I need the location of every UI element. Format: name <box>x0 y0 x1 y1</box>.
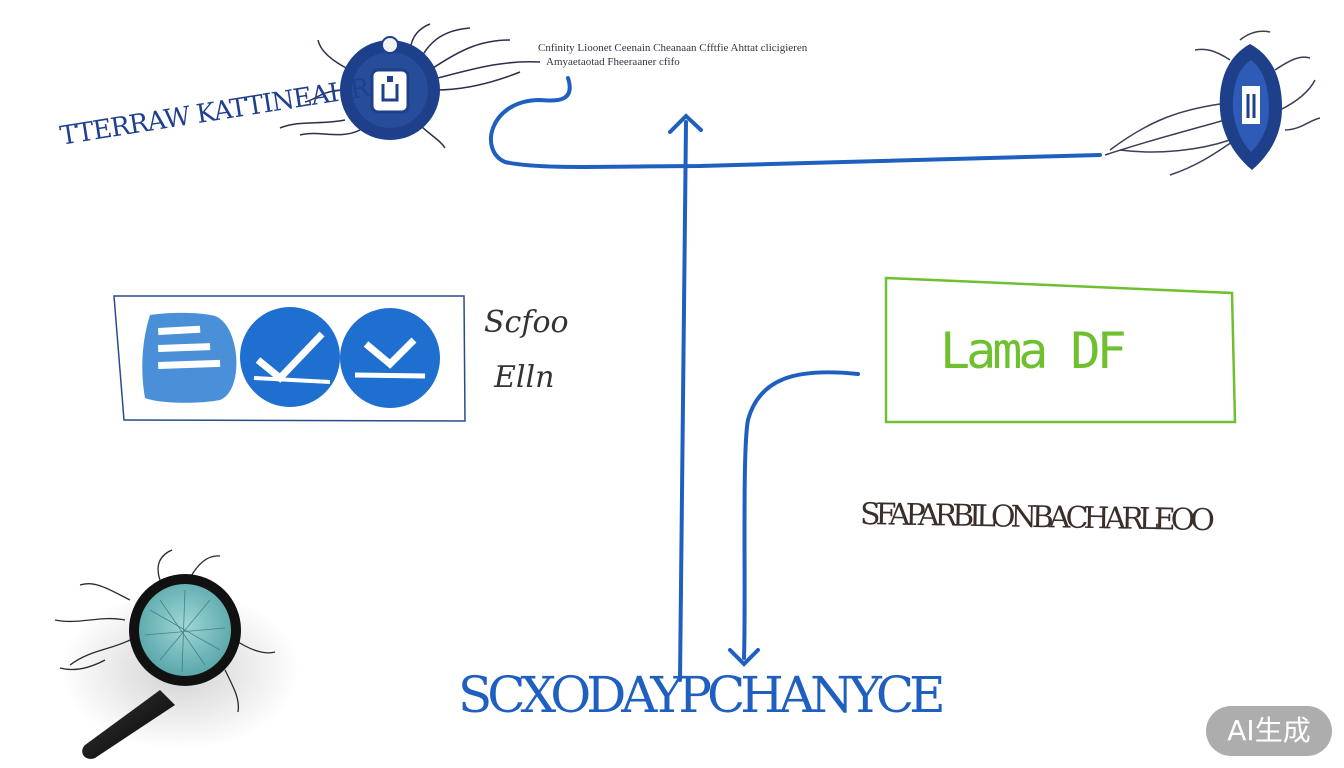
check-down-icon <box>340 308 440 408</box>
bottom-label: SCXODAYPCHANYCE <box>458 666 946 724</box>
shield-icon <box>1104 30 1321 176</box>
right-middle-label: SFAPARBILONBACHARLEOO <box>859 496 1211 539</box>
document-icon <box>142 312 237 403</box>
ai-generated-badge: AI生成 <box>1206 706 1332 756</box>
connector-green-to-bottom <box>742 370 860 660</box>
icon-box <box>113 295 466 422</box>
check-mark-icon <box>240 307 340 407</box>
middle-scribble-label-2: Elln <box>494 360 555 395</box>
arrowhead-down <box>728 648 760 667</box>
connector-top-curve <box>488 76 1102 169</box>
magnifying-glass-icon <box>54 549 300 759</box>
green-box <box>884 276 1237 424</box>
connector-vertical-up <box>678 120 688 682</box>
green-box-label: Lama DF <box>940 322 1127 380</box>
middle-scribble-label-1: Scfoo <box>484 305 569 340</box>
arrowhead-up <box>668 113 703 134</box>
header-caption-line-2: Amyaetaotad Fheeraaner cfifo <box>546 56 680 68</box>
connector-lines <box>488 76 1102 682</box>
lock-badge-icon <box>279 23 541 149</box>
header-caption-line-1: Cnfinity Lioonet Ceenain Cheanaan Cfftfi… <box>538 42 808 54</box>
